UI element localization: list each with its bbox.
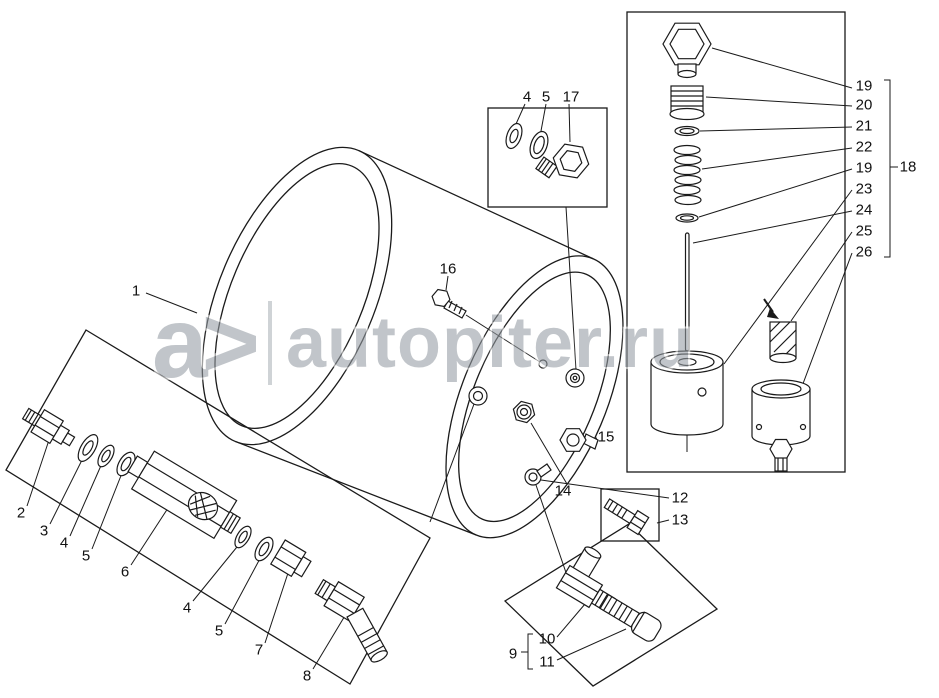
part-callout-16: 16 xyxy=(440,261,457,278)
part-2-fitting xyxy=(21,407,76,447)
part-callout-4: 4 xyxy=(523,89,531,106)
bracket-18 xyxy=(884,79,891,258)
part-callout-25: 25 xyxy=(856,223,873,240)
part-callout-8: 8 xyxy=(303,668,311,685)
part-24-rod xyxy=(684,232,690,352)
part-13-bolt xyxy=(603,498,650,536)
part-25-valve-element xyxy=(769,321,797,364)
part-callout-4: 4 xyxy=(183,600,191,617)
tank-port-fittings xyxy=(468,368,599,486)
part-callout-17: 17 xyxy=(563,89,580,106)
part-callout-20: 20 xyxy=(856,97,873,114)
bolt-16-drawing xyxy=(431,288,548,369)
part-callout-5: 5 xyxy=(82,548,90,565)
part-17-hex-plug xyxy=(535,143,590,179)
part-callout-19: 19 xyxy=(856,78,873,95)
part-callout-11: 11 xyxy=(539,654,555,671)
part-22-spring xyxy=(673,144,702,206)
part-10-elbow xyxy=(555,546,617,614)
part-20-guide xyxy=(669,85,705,121)
part-callout-2: 2 xyxy=(17,505,25,522)
ring-5b xyxy=(254,536,274,562)
part-callout-7: 7 xyxy=(255,642,263,659)
ring-5-top xyxy=(529,130,549,160)
part-callout-26: 26 xyxy=(856,244,873,261)
part-callout-24: 24 xyxy=(856,202,873,219)
plug-group-drawing xyxy=(505,122,590,179)
part-6-hex-body xyxy=(127,450,242,540)
bracket-9 xyxy=(527,633,533,670)
bolt-detail-box xyxy=(600,488,660,542)
washer-4b xyxy=(234,525,252,549)
part-19-ring xyxy=(675,213,699,223)
part-21-ring xyxy=(674,125,700,137)
part-11-plug xyxy=(599,593,662,642)
air-reservoir-tank-drawing xyxy=(201,146,624,539)
part-7-nut xyxy=(269,539,312,578)
washer-3 xyxy=(77,434,99,462)
leader-lines xyxy=(26,47,898,670)
part-callout-12: 12 xyxy=(672,490,689,507)
part-callout-10: 10 xyxy=(539,631,556,648)
valve-assembly-drawing xyxy=(650,22,811,472)
part-callout-3: 3 xyxy=(40,523,48,540)
part-callout-21: 21 xyxy=(856,118,873,135)
plug-detail-box xyxy=(487,107,608,208)
part-callout-14: 14 xyxy=(555,483,572,500)
part-callout-9: 9 xyxy=(509,646,517,663)
part-26-safety-valve xyxy=(751,379,811,472)
washer-4-top xyxy=(505,122,523,150)
part-callout-15: 15 xyxy=(598,429,615,446)
part-callout-4: 4 xyxy=(60,535,68,552)
part-callout-6: 6 xyxy=(121,564,129,581)
part-callout-19: 19 xyxy=(856,160,873,177)
part-callout-5: 5 xyxy=(542,89,550,106)
part-callout-18: 18 xyxy=(900,159,917,176)
part-8-elbow-fitting xyxy=(314,578,388,663)
washer-4a xyxy=(97,444,115,468)
part-callout-22: 22 xyxy=(856,139,873,156)
part-callout-5: 5 xyxy=(215,623,223,640)
part-callout-13: 13 xyxy=(672,512,689,529)
fittings-group-drawing xyxy=(21,407,388,663)
stud-12 xyxy=(536,463,552,478)
part-callout-23: 23 xyxy=(856,181,873,198)
drain-group-drawing xyxy=(555,546,662,642)
flow-arrow-icon xyxy=(763,298,779,319)
part-19-cap-nut xyxy=(662,22,712,79)
part-callout-1: 1 xyxy=(132,283,140,300)
part-23-valve-body xyxy=(650,350,724,436)
